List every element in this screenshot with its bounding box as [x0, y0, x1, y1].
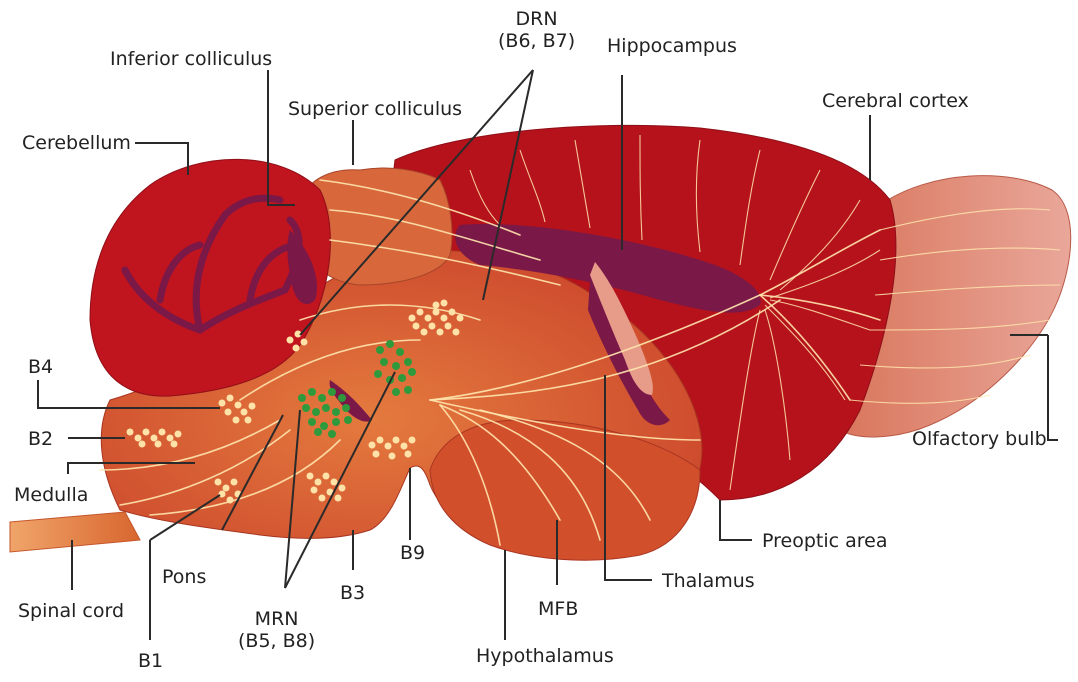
label-mfb: MFB [538, 598, 578, 620]
label-b9: B9 [400, 542, 425, 564]
label-superior-colliculus: Superior colliculus [288, 98, 462, 120]
label-drn-line1: DRN [498, 8, 575, 30]
spinal-cord-shape [10, 512, 140, 552]
label-b2: B2 [28, 428, 53, 450]
label-olfactory-bulb: Olfactory bulb [912, 428, 1047, 450]
label-inferior-colliculus: Inferior colliculus [110, 48, 272, 70]
label-medulla: Medulla [14, 484, 88, 506]
label-drn: DRN (B6, B7) [498, 8, 575, 52]
label-b4: B4 [28, 356, 53, 378]
label-cerebral-cortex: Cerebral cortex [822, 90, 969, 112]
label-thalamus: Thalamus [662, 570, 755, 592]
label-preoptic-area: Preoptic area [762, 530, 887, 552]
label-mrn-line1: MRN [238, 608, 315, 630]
label-b3: B3 [340, 582, 365, 604]
label-pons: Pons [162, 566, 206, 588]
label-mrn: MRN (B5, B8) [238, 608, 315, 652]
label-hippocampus: Hippocampus [607, 35, 737, 57]
label-b1: B1 [138, 650, 163, 672]
label-mrn-line2: (B5, B8) [238, 630, 315, 652]
label-cerebellum: Cerebellum [22, 132, 131, 154]
label-spinal-cord: Spinal cord [18, 600, 124, 622]
label-drn-line2: (B6, B7) [498, 30, 575, 52]
label-hypothalamus: Hypothalamus [476, 645, 614, 667]
